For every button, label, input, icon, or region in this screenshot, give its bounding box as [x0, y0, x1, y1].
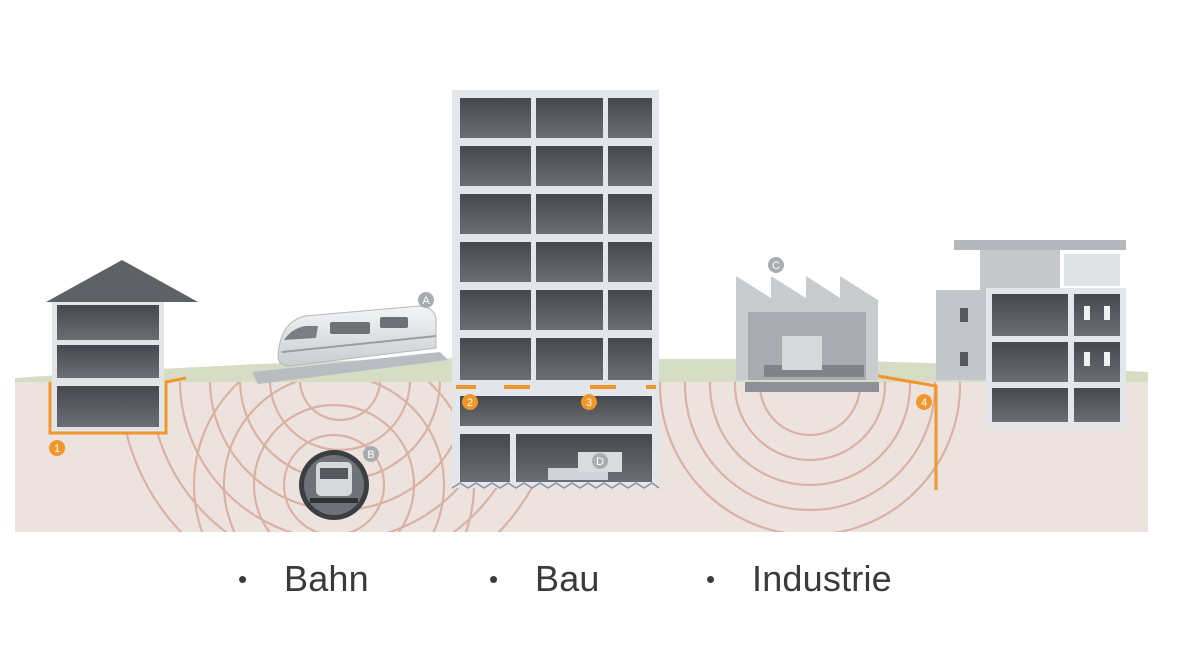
marker-B: B: [363, 446, 379, 462]
train-illustration: [252, 305, 448, 384]
category-legend: • Bahn • Bau • Industrie: [0, 558, 1177, 608]
legend-item-industrie: • Industrie: [706, 558, 892, 600]
bullet-icon: •: [489, 563, 499, 594]
svg-text:C: C: [772, 260, 780, 272]
bullet-icon: •: [238, 563, 248, 594]
legend-label-bau: Bau: [535, 558, 600, 599]
svg-text:A: A: [422, 295, 430, 307]
vibration-scene-illustration: 1 2 3 4 A B C D: [15, 90, 1148, 532]
svg-text:3: 3: [586, 397, 592, 409]
svg-text:D: D: [596, 456, 604, 468]
bullet-icon: •: [706, 563, 716, 594]
legend-label-industrie: Industrie: [752, 558, 892, 599]
marker-3: 3: [581, 394, 597, 410]
marker-D: D: [592, 453, 608, 469]
svg-text:4: 4: [921, 397, 927, 409]
tower-building: [451, 90, 660, 489]
marker-A: A: [418, 292, 434, 308]
tower-floors: [460, 98, 652, 380]
marker-C: C: [768, 257, 784, 273]
factory-building: [736, 276, 938, 490]
legend-item-bau: • Bau: [489, 558, 600, 600]
svg-text:B: B: [367, 449, 374, 461]
subway-tunnel: [299, 450, 369, 520]
legend-item-bahn: • Bahn: [238, 558, 369, 600]
marker-1: 1: [49, 440, 65, 456]
modern-building: [936, 240, 1126, 428]
house-building: [46, 260, 198, 435]
marker-4: 4: [916, 394, 932, 410]
marker-2: 2: [462, 394, 478, 410]
legend-label-bahn: Bahn: [284, 558, 369, 599]
svg-text:2: 2: [467, 397, 473, 409]
svg-text:1: 1: [54, 443, 60, 455]
